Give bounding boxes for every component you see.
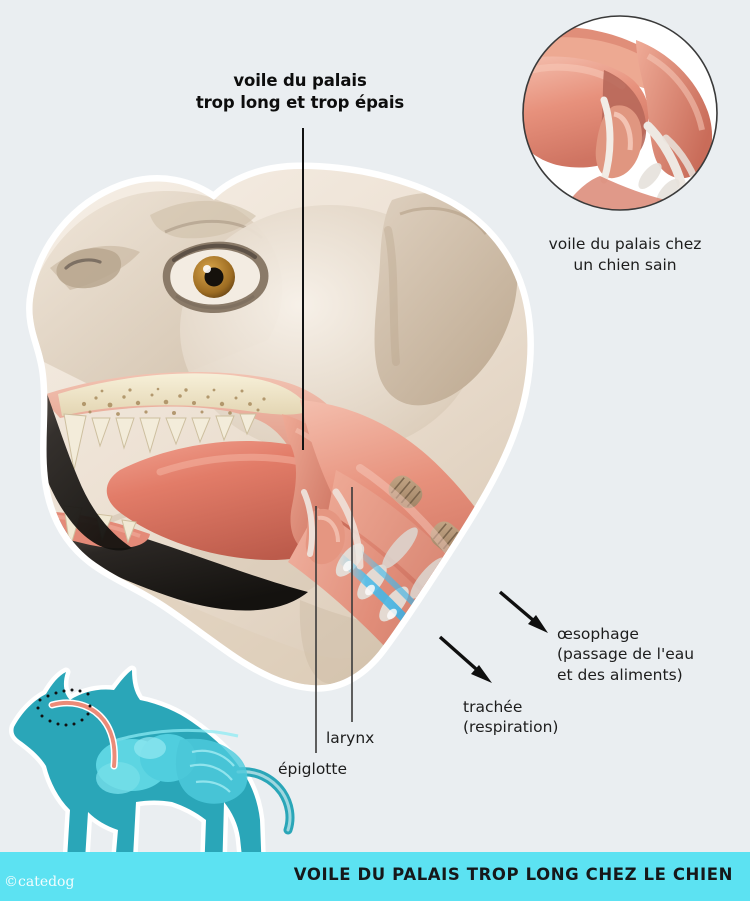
inset-caption: voile du palais chez un chien sain [548,235,702,274]
leader-lines [302,128,353,753]
bottom-banner: VOILE DU PALAIS TROP LONG CHEZ LE CHIEN [0,852,750,901]
upper-teeth [63,413,257,471]
inset-circle-border [522,15,718,211]
head-dotted-marker [36,688,92,727]
bone-trabeculae [81,387,266,416]
banner-title: VOILE DU PALAIS TROP LONG CHEZ LE CHIEN [293,865,733,884]
label-oesophage: œsophage (passage de l'eau et des alimen… [557,625,695,684]
pointer-arrows [438,590,548,683]
label-larynx: larynx [326,729,375,747]
arrow-oesophage [498,590,548,633]
arrow-trachee [438,635,492,683]
label-trachee: trachée (respiration) [463,698,559,737]
dog-eye [162,241,269,313]
watermark-catedog: ©catedog [4,874,75,890]
label-epiglotte: épiglotte [278,760,348,778]
dog-body-silhouette [9,665,295,881]
main-title: voile du palais trop long et trop épais [195,71,405,112]
healthy-palate-inset [523,16,717,210]
